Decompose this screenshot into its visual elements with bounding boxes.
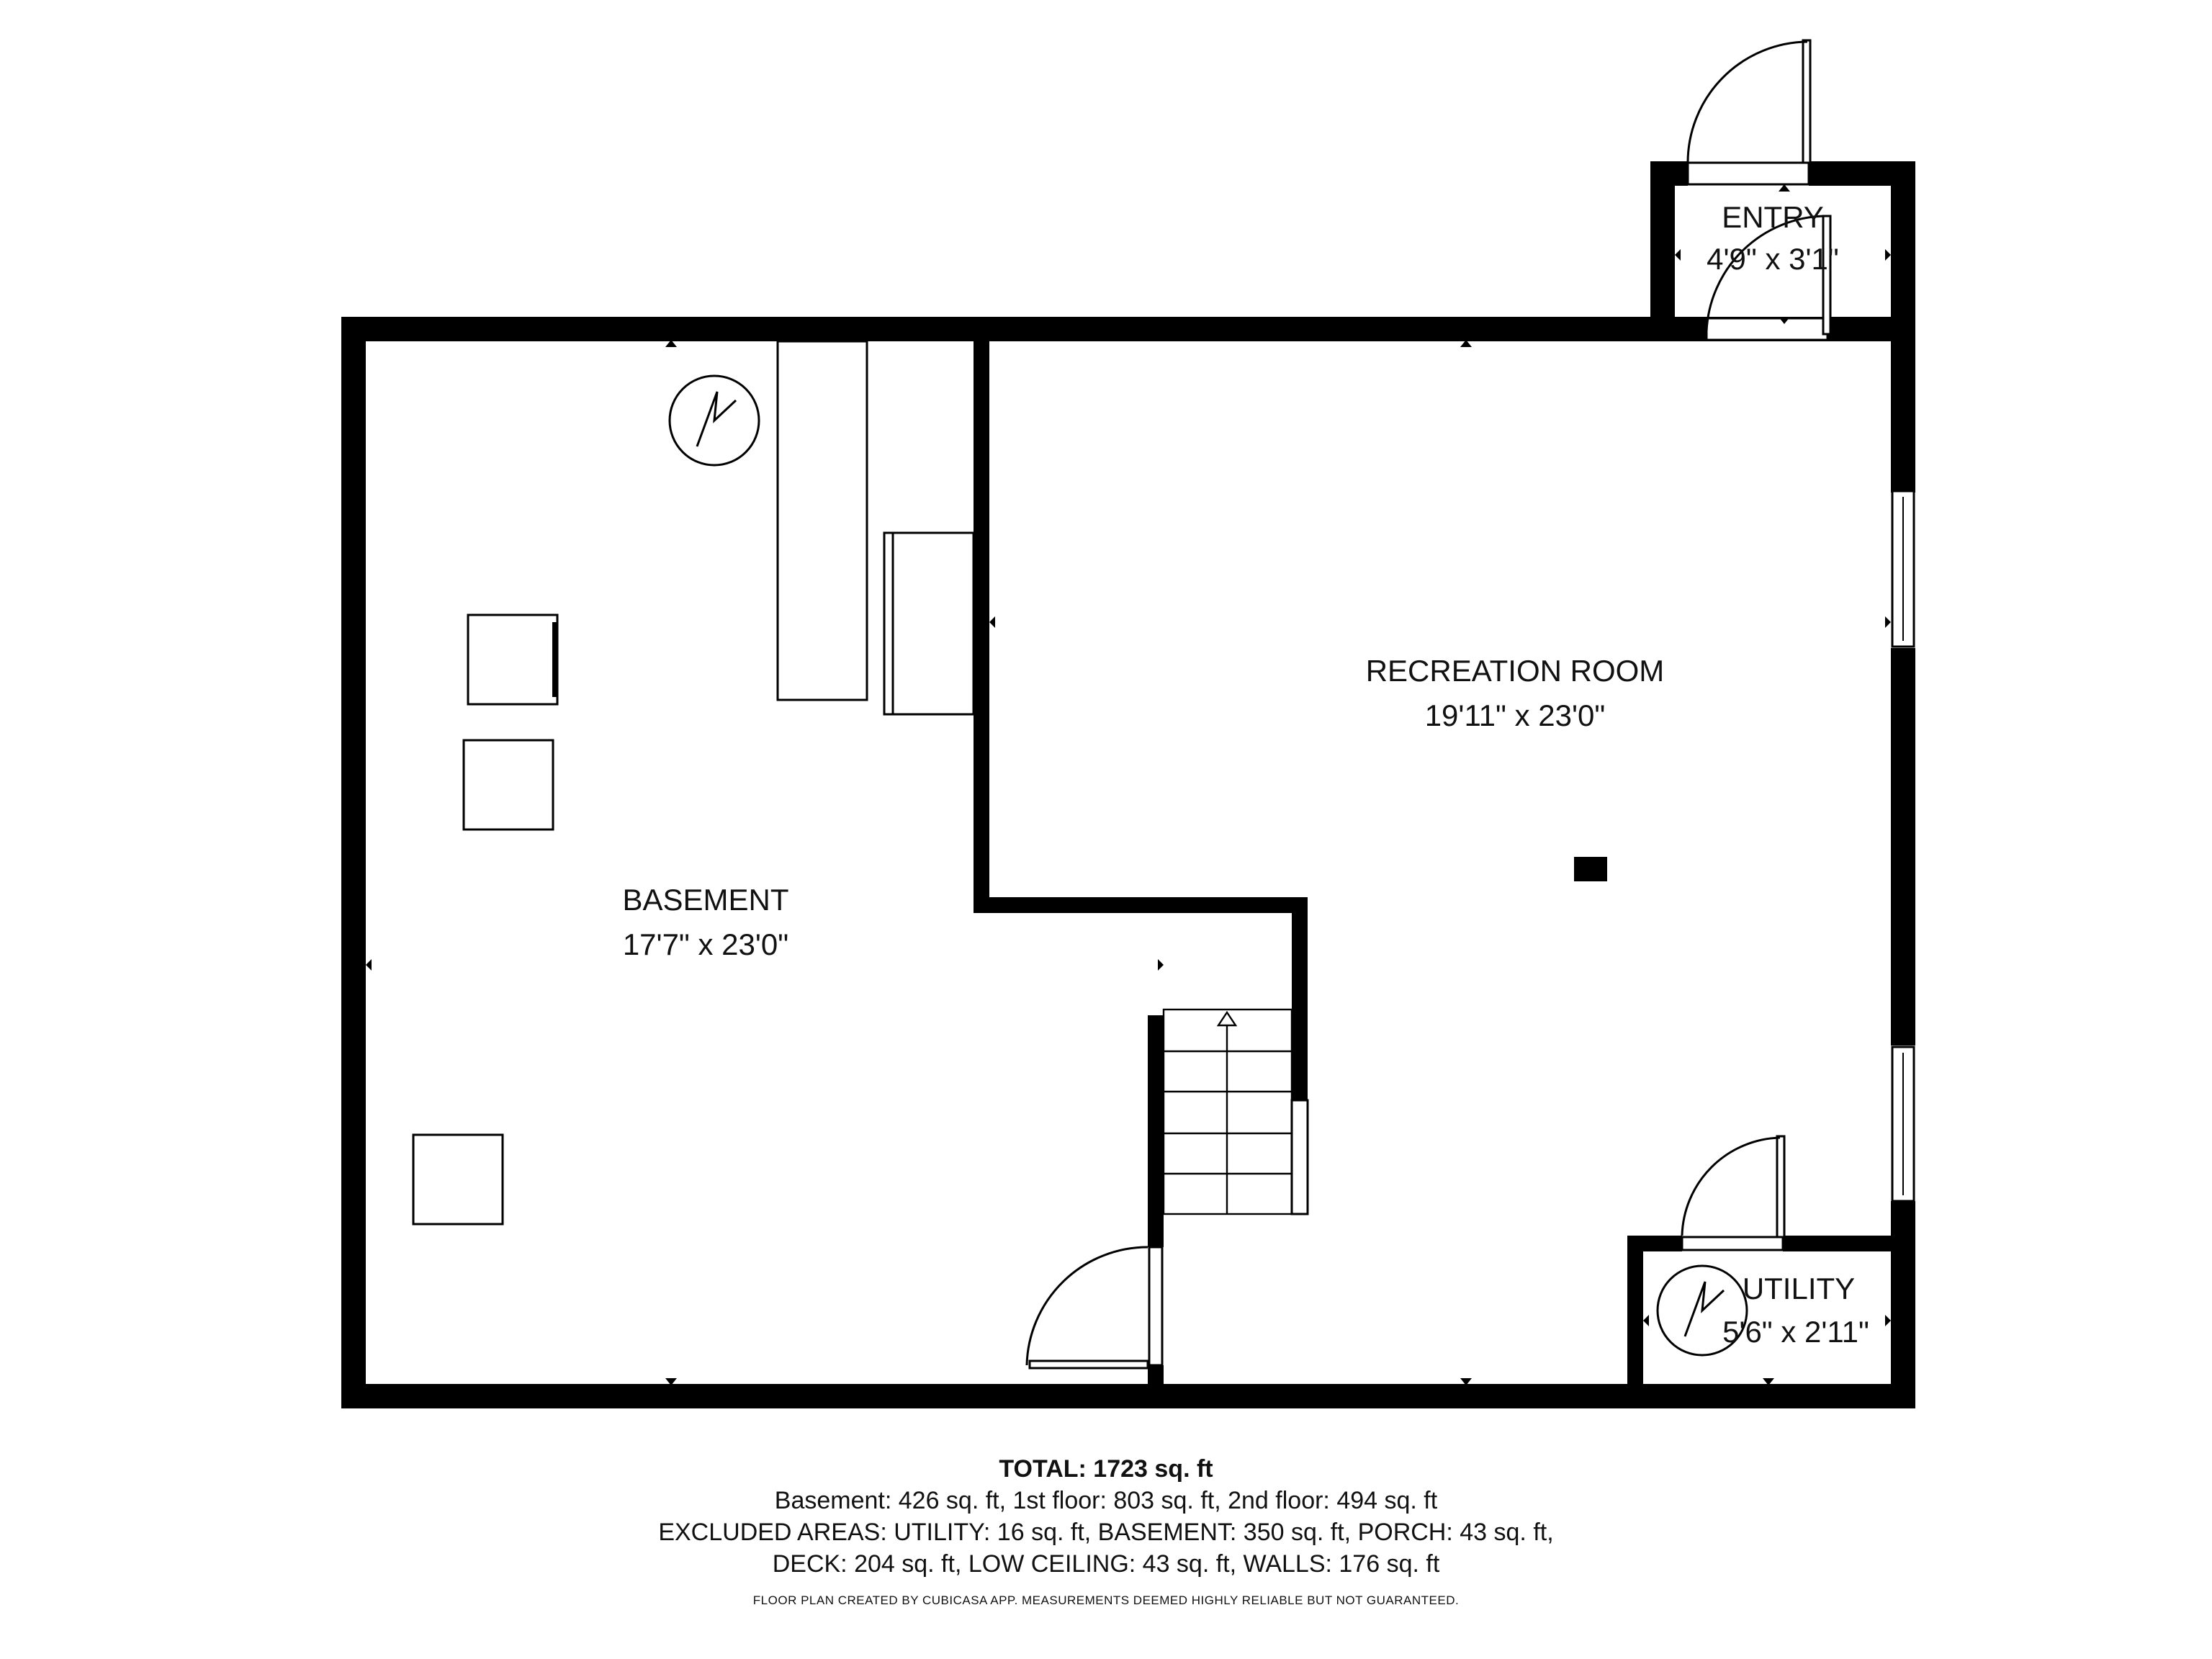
stairs (1162, 1008, 1293, 1215)
basement-door (1025, 1246, 1149, 1370)
wall-entry-top-left (1650, 161, 1688, 186)
utility-dims: 5'6" x 2'11" (1722, 1315, 1869, 1349)
dimension-arrow-icon (1460, 1378, 1472, 1385)
door-opening-basement (1148, 1246, 1164, 1367)
wall-interior-vertical (974, 334, 989, 913)
entry-exterior-door (1686, 39, 1812, 164)
entry-name: ENTRY (1722, 200, 1824, 234)
utility-door (1681, 1135, 1786, 1238)
dimension-arrow-icon (665, 1378, 677, 1385)
cabinet (883, 531, 975, 716)
dimension-arrow-icon (1460, 340, 1472, 347)
disclaimer: FLOOR PLAN CREATED BY CUBICASA APP. MEAS… (752, 1593, 1460, 1607)
excluded-areas: EXCLUDED AREAS: UTILITY: 16 sq. ft, BASE… (658, 1519, 1554, 1546)
area-summary: TOTAL: 1723 sq. ft Basement: 426 sq. ft,… (0, 1453, 2212, 1609)
dimension-arrow-icon (1643, 1315, 1649, 1326)
wall-right-low (1891, 1201, 1915, 1408)
wall-stair-left (1148, 1015, 1164, 1247)
counter-long (776, 340, 868, 701)
stair-edge (1290, 1099, 1309, 1215)
fixtures (412, 340, 1607, 1226)
doors (1025, 39, 1832, 1370)
excluded-areas-continued: DECK: 204 sq. ft, LOW CEILING: 43 sq. ft… (772, 1550, 1440, 1578)
wall-utility-top-right (1783, 1236, 1914, 1251)
dimension-arrow-icon (366, 959, 372, 971)
wall-stair-left-low (1148, 1365, 1164, 1408)
dimension-arrow-icon (1885, 616, 1891, 628)
column-post (1574, 857, 1607, 881)
dimension-arrow-icon (1158, 959, 1164, 971)
dimension-arrow-icon (1779, 184, 1790, 192)
dimension-arrow-icon (1885, 249, 1891, 261)
dimension-markers (366, 184, 1891, 1385)
dimension-arrow-icon (1885, 1315, 1891, 1326)
recreation-room-name: RECREATION ROOM (1366, 654, 1665, 688)
dimension-arrow-icon (1779, 317, 1790, 324)
basement-name: BASEMENT (622, 883, 788, 917)
wall-entry-left (1650, 161, 1675, 341)
wall-left (341, 317, 366, 1408)
total-area: TOTAL: 1723 sq. ft (999, 1455, 1213, 1483)
door-opening-utility (1681, 1236, 1784, 1251)
wall-interior-horizontal (974, 897, 1308, 913)
entry-interior-door (1705, 215, 1832, 336)
door-opening-entry-top (1686, 161, 1810, 186)
dimension-arrow-icon (1763, 1378, 1774, 1385)
dimension-arrow-icon (989, 616, 995, 628)
floor-areas: Basement: 426 sq. ft, 1st floor: 803 sq.… (774, 1487, 1438, 1514)
wall-right-mid (1891, 648, 1915, 1046)
wall-stair-right (1292, 897, 1308, 1100)
windows (1148, 161, 1915, 1367)
appliance-dryer (462, 739, 554, 831)
walls (341, 161, 1915, 1408)
door-opening-entry-bottom (1705, 317, 1829, 341)
water-heater-icon (668, 374, 760, 467)
entry-dims: 4'9" x 3'1" (1707, 242, 1839, 276)
utility-name: UTILITY (1743, 1272, 1855, 1305)
stairs-up-arrow-icon (1216, 1010, 1238, 1027)
wall-bottom (341, 1384, 1914, 1408)
wall-utility-left (1627, 1236, 1643, 1394)
dimension-arrow-icon (665, 340, 677, 347)
room-labels: BASEMENT 17'7" x 23'0" RECREATION ROOM 1… (622, 200, 1869, 1349)
recreation-room-dims: 19'11" x 23'0" (1425, 698, 1606, 732)
wall-entry-right (1891, 161, 1915, 493)
basement-dims: 17'7" x 23'0" (623, 927, 788, 961)
dimension-arrow-icon (1675, 249, 1681, 261)
wall-top-main (341, 317, 1895, 341)
appliance-box (412, 1133, 504, 1226)
appliance-washer (467, 613, 559, 706)
water-heater-icon (1656, 1264, 1748, 1357)
